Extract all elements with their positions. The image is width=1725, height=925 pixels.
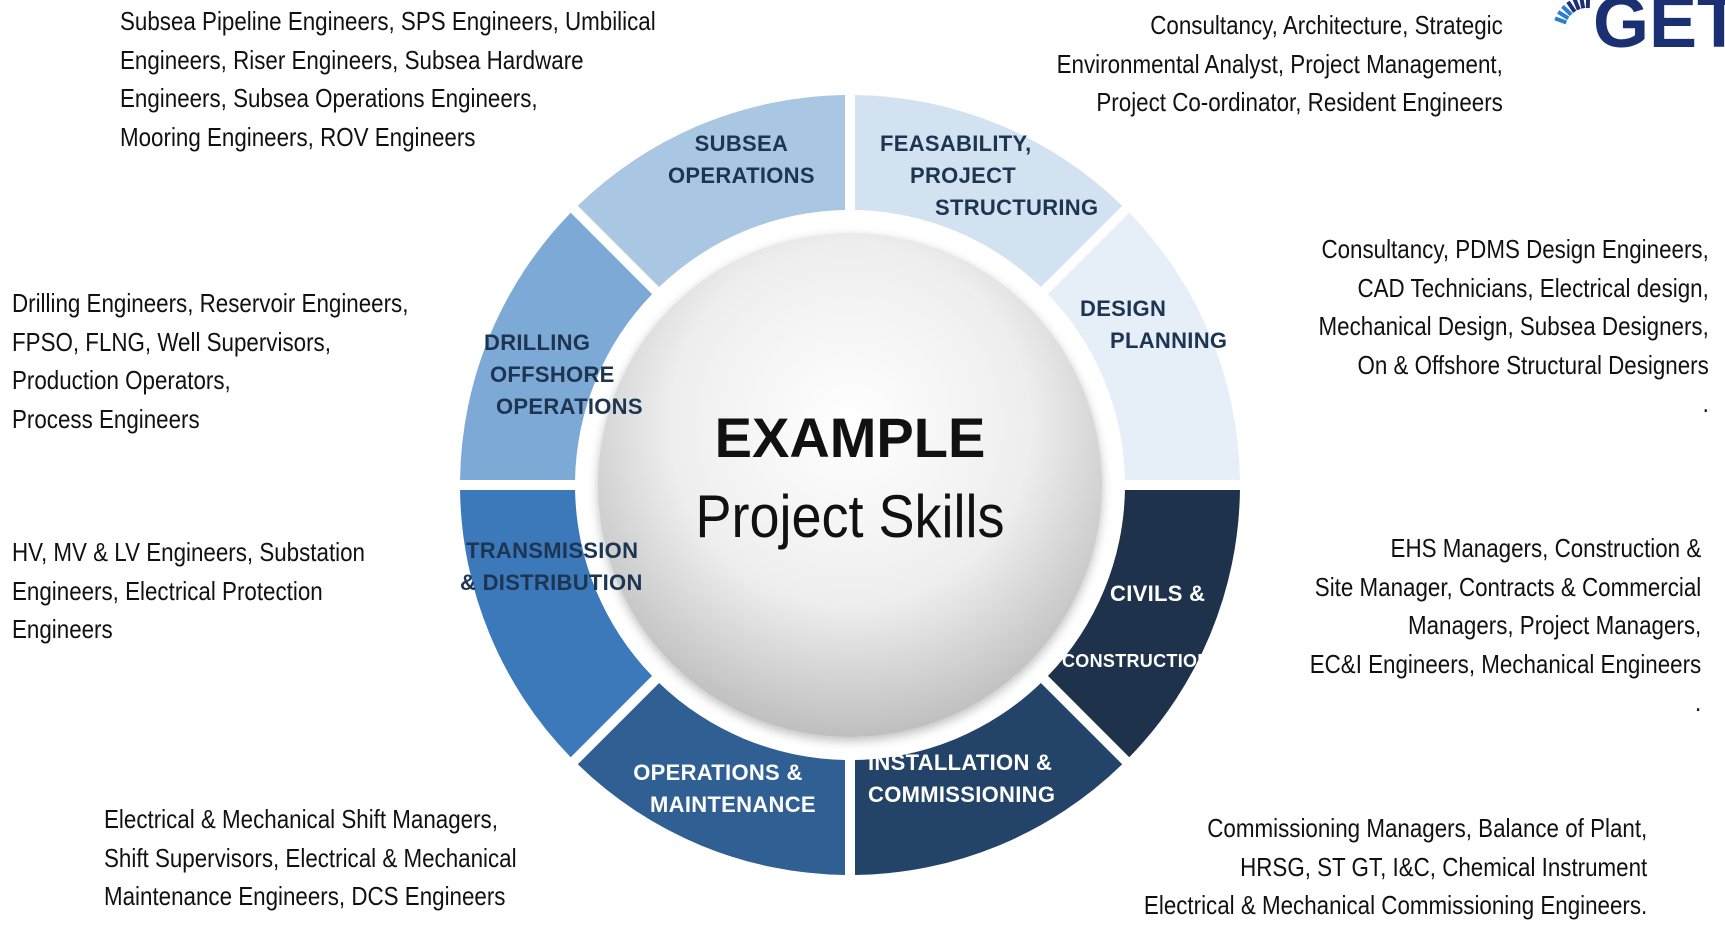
desc-drilling: Drilling Engineers, Reservoir Engineers,… — [12, 284, 408, 438]
logo-arc-icon — [1555, 0, 1588, 22]
segment-label-installation: INSTALLATION &COMMISSIONING — [868, 747, 1055, 811]
desc-civils: EHS Managers, Construction &Site Manager… — [1309, 529, 1701, 722]
desc-subsea: Subsea Pipeline Engineers, SPS Engineers… — [120, 2, 656, 156]
segment-label-drilling: DRILLING OFFSHORE OPERATIONS — [484, 327, 643, 423]
segment-label-transmission: TRANSMISSION & DISTRIBUTION — [460, 535, 643, 599]
segment-label-operations: OPERATIONS & MAINTENANCE — [620, 757, 816, 821]
center-title: EXAMPLE — [600, 405, 1100, 470]
logo-arc-mark — [1555, 18, 1566, 22]
logo-text: GET — [1593, 0, 1725, 60]
logo-arc-mark — [1581, 0, 1583, 8]
desc-design: Consultancy, PDMS Design Engineers,CAD T… — [1319, 230, 1709, 423]
desc-installation: Commissioning Managers, Balance of Plant… — [1144, 809, 1647, 925]
logo-arc-mark — [1574, 0, 1578, 10]
company-logo: GET — [1515, 0, 1725, 60]
segment-label-feasibility: FEASABILITY, PROJECT STRUCTURING — [880, 128, 1098, 224]
segment-label-civils: CIVILS & — [1110, 578, 1205, 610]
desc-operations: Electrical & Mechanical Shift Managers,S… — [104, 800, 517, 916]
segment-label-design: DESIGN PLANNING — [1080, 293, 1227, 357]
segment-label-construction: CONSTRUCTION — [1062, 645, 1211, 677]
center-subtitle: Project Skills — [625, 482, 1075, 551]
